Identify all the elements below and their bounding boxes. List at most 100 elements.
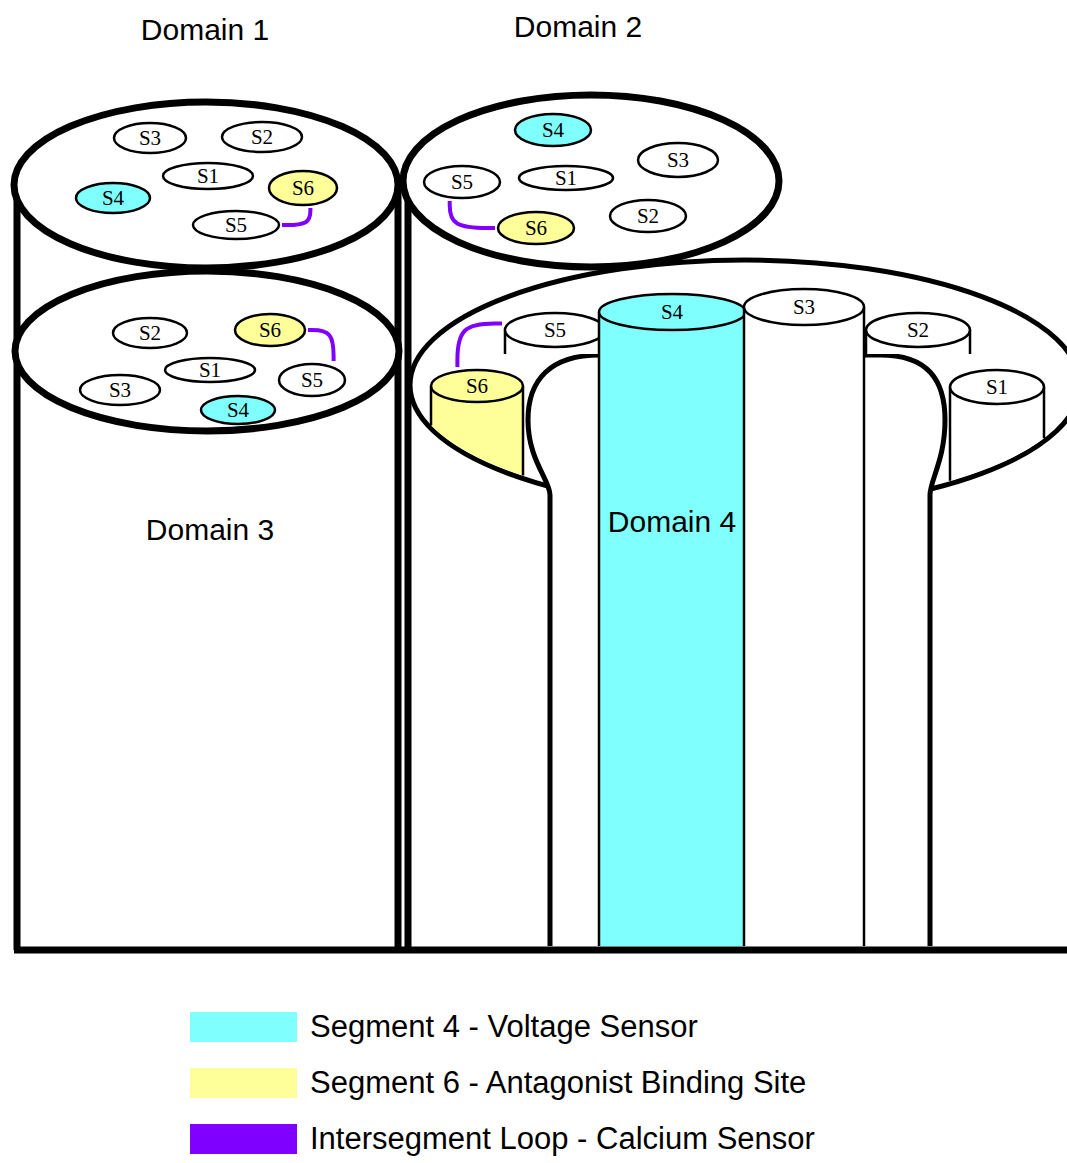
legend-swatch: [190, 1124, 297, 1154]
shape-group: [80, 375, 160, 405]
legend-swatch: [190, 1012, 297, 1042]
shape-group: [279, 364, 345, 396]
domain-cylinder: Domain 1S3S2S1S4S6S5: [6, 6, 404, 276]
shape-group: [599, 294, 745, 946]
segment-top: [431, 370, 523, 402]
segment-label: S4: [227, 398, 249, 422]
segment-label: S6: [292, 176, 314, 200]
shape-group: [269, 171, 337, 205]
shape-group: [505, 313, 605, 354]
segment-cylinder: S1: [947, 367, 1047, 485]
segment-ellipse: S1: [160, 160, 256, 192]
segment-ellipse: S5: [276, 361, 348, 399]
segment-side: [744, 307, 864, 946]
segment-top: [114, 123, 186, 153]
segment-top: [638, 143, 718, 177]
shape-group: [498, 212, 574, 244]
domain-label: Domain 3: [146, 513, 274, 548]
shape-group: [638, 143, 718, 177]
segment-top: [269, 171, 337, 205]
segment-label: S1: [197, 164, 219, 188]
shape-group: [14, 102, 398, 268]
shape-outline: [596, 291, 748, 947]
domain-top: [15, 271, 399, 431]
legend-entry: Intersegment Loop - Calcium Sensor: [0, 1124, 1067, 1154]
legend-text: Intersegment Loop - Calcium Sensor: [310, 1121, 815, 1157]
segment-top: [505, 313, 605, 347]
segment-body: [599, 312, 745, 946]
segment-top: [76, 183, 150, 213]
membrane-baseline: [14, 947, 1067, 954]
segment-ellipse: S6: [232, 311, 308, 349]
legend-entry: Segment 6 - Antagonist Binding Site: [0, 1068, 1067, 1098]
shape-group: [515, 114, 591, 146]
shape-group: [610, 200, 686, 232]
segment-top: [193, 211, 279, 239]
shape-group: [424, 166, 500, 198]
segment-cylinder: S4: [596, 291, 748, 947]
segment-ellipse: S5: [421, 163, 503, 201]
segment-top: [610, 200, 686, 232]
segment-top: [744, 289, 864, 325]
segment-top: [113, 318, 187, 348]
segment-cylinder: S5: [502, 310, 608, 355]
shape-group: [222, 122, 302, 152]
segment-label: S1: [199, 358, 221, 382]
segment-cylinder: S3: [741, 286, 867, 947]
segment-side: [599, 312, 745, 946]
segment-ellipse: S1: [162, 355, 258, 385]
shape-group: [15, 271, 399, 431]
domain-top: [14, 102, 398, 268]
legend-text: Segment 6 - Antagonist Binding Site: [310, 1065, 806, 1101]
shape-group: [235, 314, 305, 346]
shape-group: [113, 318, 187, 348]
segment-label: S6: [525, 216, 547, 240]
cylinder-wall: [405, 180, 412, 950]
segment-top: [424, 166, 500, 198]
intersegment-loop: [450, 201, 495, 228]
segment-label: S2: [907, 318, 929, 342]
intersegment-loop: [308, 330, 334, 361]
segment-ellipse: S3: [635, 140, 721, 180]
intersegment-loop: [282, 208, 310, 225]
segment-top: [201, 396, 275, 424]
intersegment-loop: [457, 324, 502, 368]
domain-cylinder: Domain 4 S6 S5 S4 S3 S2S1: [400, 252, 1067, 952]
segment-ellipse: S3: [77, 372, 163, 408]
segment-label: S6: [259, 318, 281, 342]
segment-top: [80, 375, 160, 405]
segment-ellipse: S6: [266, 168, 340, 208]
shape-group: [193, 211, 279, 239]
domain-cylinder: Domain 3S2S6S1S3S5S4: [6, 262, 406, 562]
segment-top: [519, 166, 613, 190]
segment-label: S5: [544, 318, 566, 342]
segment-ellipse: S4: [512, 111, 594, 149]
segment-top: [866, 313, 970, 347]
shape-group: [114, 123, 186, 153]
domain-label: Domain 2: [514, 10, 642, 45]
segment-ellipse: S2: [607, 197, 689, 235]
domain-label: Domain 1: [141, 13, 269, 48]
segment-label: S3: [139, 126, 161, 150]
shape-group: [76, 183, 150, 213]
legend-swatch: [190, 1068, 297, 1098]
segment-ellipse: S6: [495, 209, 577, 247]
segment-label: S3: [109, 378, 131, 402]
segment-top: [599, 294, 745, 330]
segment-top: [515, 114, 591, 146]
shape-group: [165, 358, 255, 382]
segment-ellipse: S4: [198, 393, 278, 427]
shape-group: [163, 163, 253, 189]
segment-cylinder: S2: [863, 310, 973, 355]
segment-label: S4: [661, 300, 683, 324]
domain-top: [403, 95, 779, 267]
segment-top: [222, 122, 302, 152]
segment-label: S6: [466, 374, 488, 398]
domain-label: Domain 4: [605, 505, 739, 540]
shape-group: [744, 289, 864, 946]
segment-top: [950, 370, 1044, 404]
segment-top: [279, 364, 345, 396]
segment-label: S4: [542, 118, 564, 142]
